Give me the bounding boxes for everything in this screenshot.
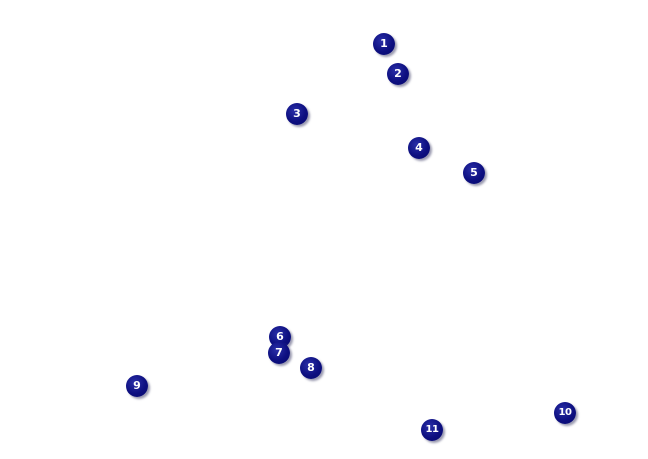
- map-marker-10[interactable]: 10: [554, 402, 576, 424]
- map-marker-7[interactable]: 7: [268, 342, 290, 364]
- map-marker-8[interactable]: 8: [300, 357, 322, 379]
- map-marker-4[interactable]: 4: [408, 137, 430, 159]
- map-marker-5[interactable]: 5: [463, 162, 485, 184]
- map-marker-2[interactable]: 2: [387, 63, 409, 85]
- map-marker-9[interactable]: 9: [126, 375, 148, 397]
- map-marker-3[interactable]: 3: [286, 103, 308, 125]
- map-marker-11[interactable]: 11: [421, 419, 443, 441]
- map-marker-1[interactable]: 1: [373, 33, 395, 55]
